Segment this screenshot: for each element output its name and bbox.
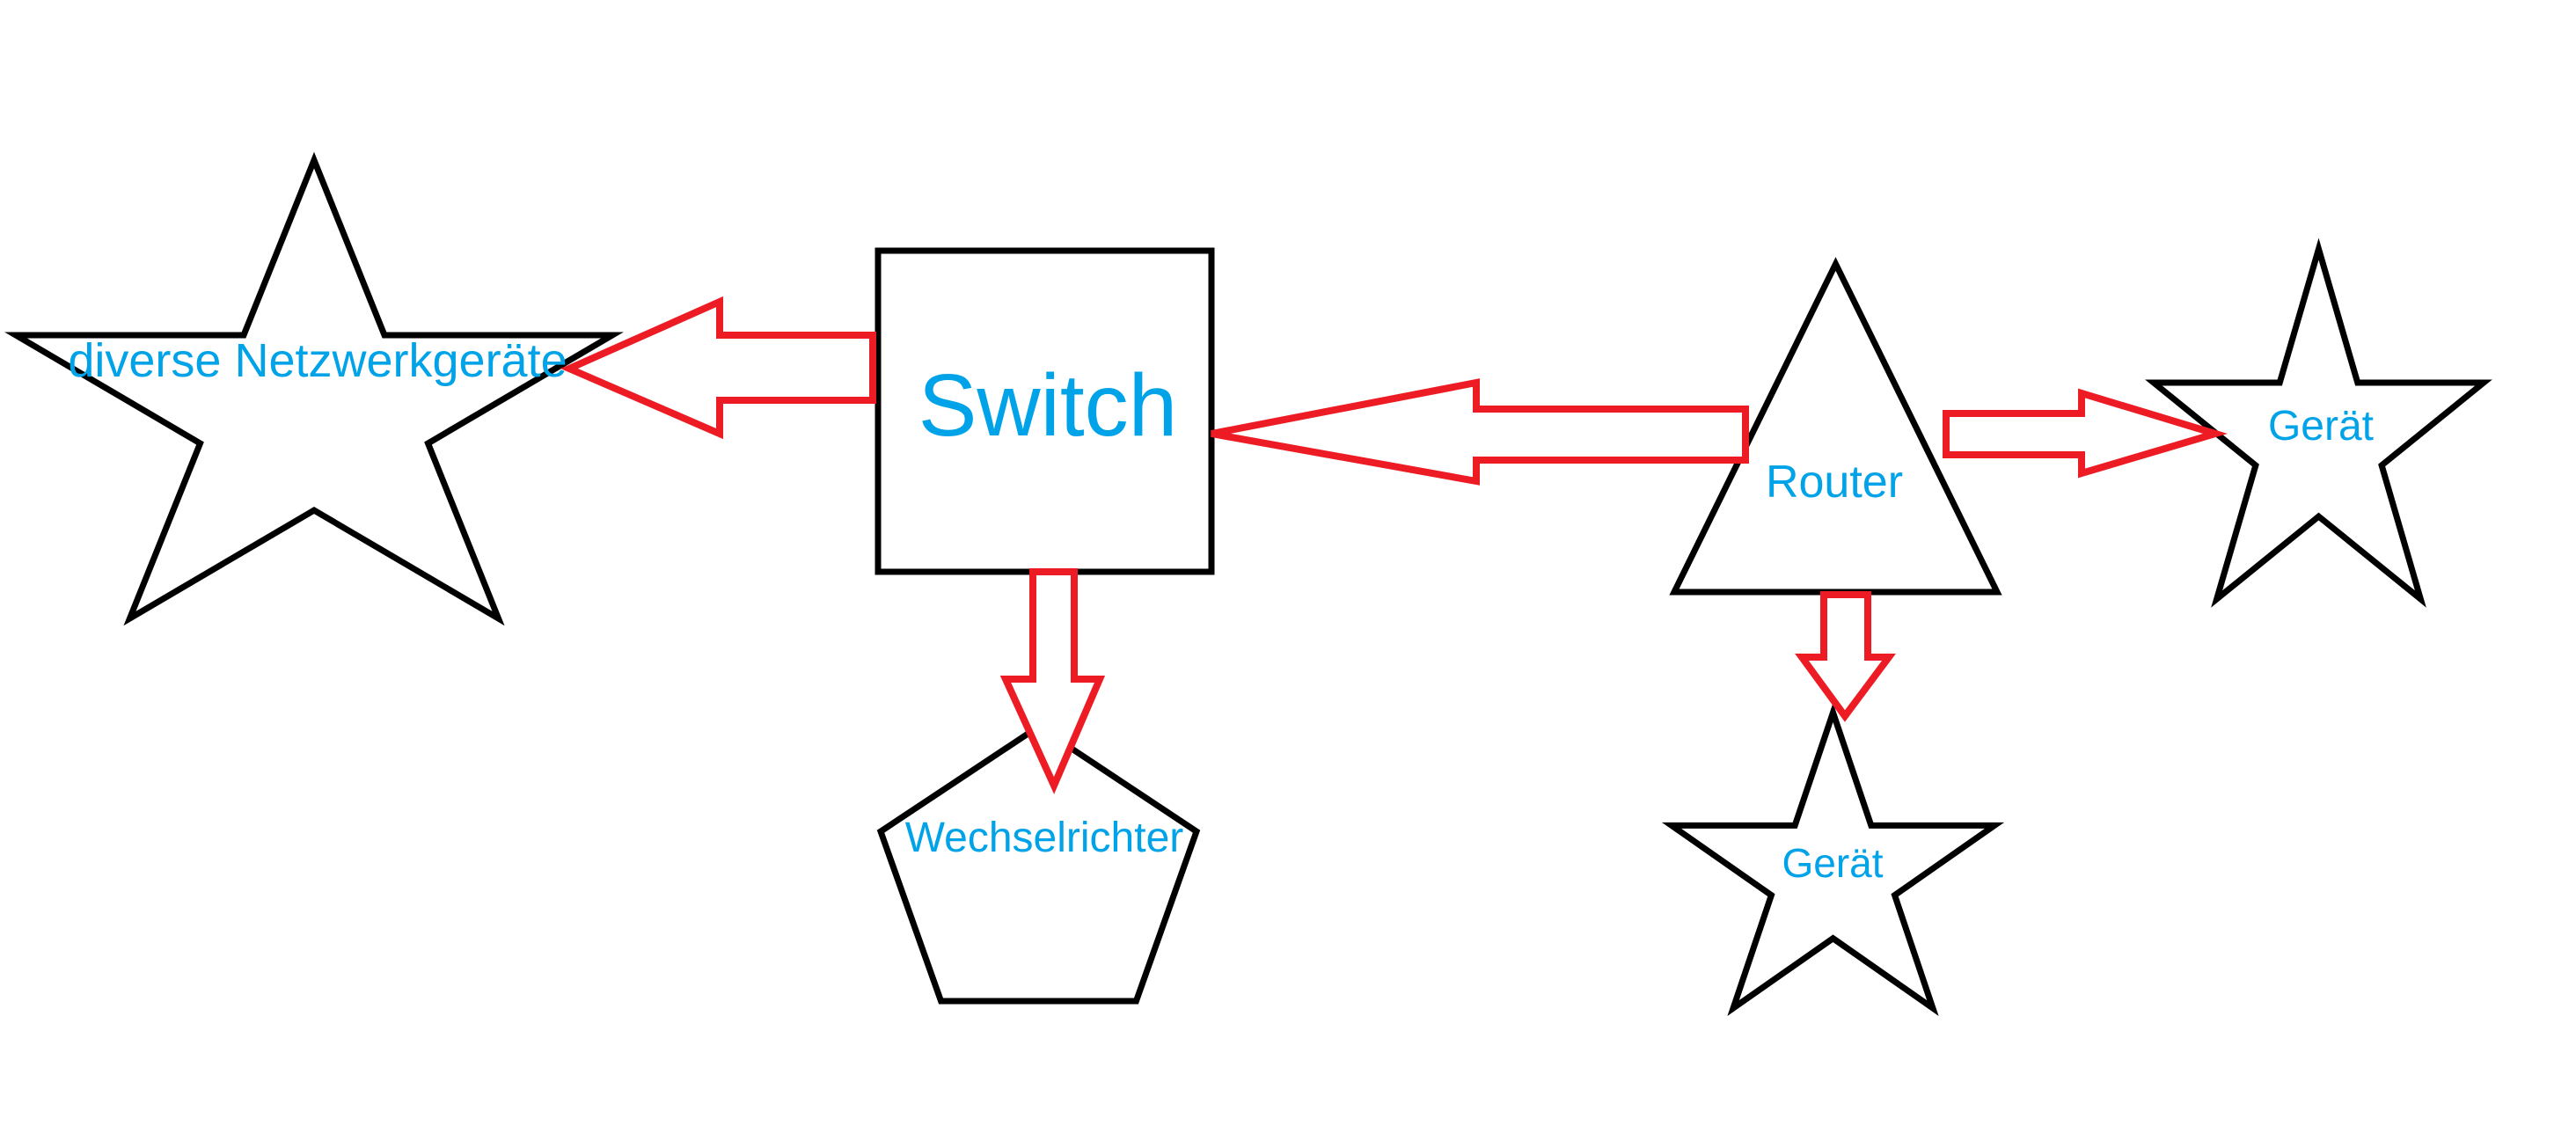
pentagon-wechselrichter (876, 722, 1201, 1005)
arrow-switch-to-wechselrichter (999, 568, 1106, 794)
rect-switch (875, 247, 1215, 575)
label-switch: Switch (918, 356, 1178, 455)
label-geraet-bottom: Gerät (1782, 840, 1883, 886)
label-wechselrichter: Wechselrichter (905, 815, 1184, 861)
label-netzwerkgeraete: diverse Netzwerkgeräte (68, 334, 567, 387)
label-geraet-right: Gerät (2268, 403, 2374, 450)
label-router: Router (1766, 457, 1903, 508)
arrow-router-to-switch (1211, 378, 1749, 486)
arrow-router-to-geraet-bottom (1795, 591, 1896, 722)
arrow-switch-to-netzwerkgeraete (560, 296, 876, 440)
star-netzwerkgeraete (4, 151, 624, 626)
star-geraet-right (2145, 238, 2492, 608)
star-geraet-bottom (1661, 703, 2005, 1016)
arrow-router-to-geraet-right (1943, 388, 2228, 479)
